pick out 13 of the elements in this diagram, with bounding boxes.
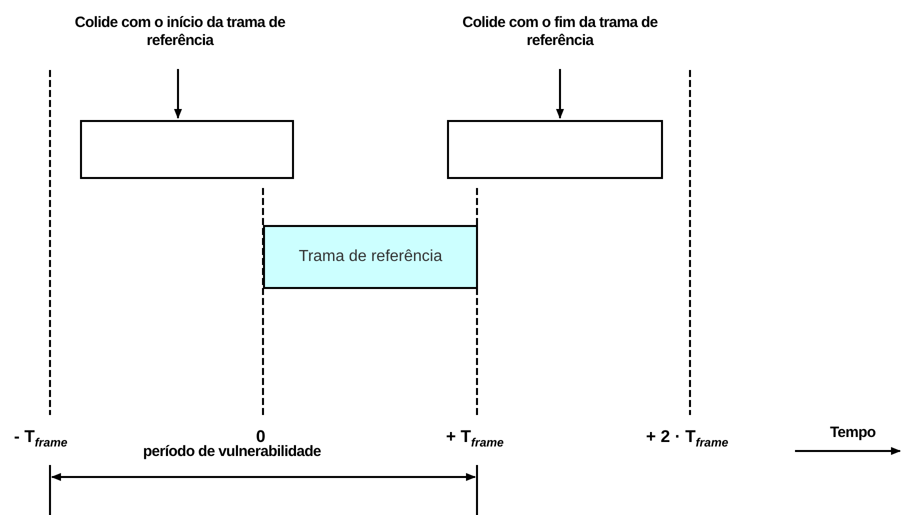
tick-label: + 2 · T$_{frame}$ [646,427,728,450]
frame-box [80,120,294,179]
frame-box [447,120,663,179]
dimension-label: período de vulnerabilidade [143,443,321,460]
axis-label: Tempo [830,424,876,441]
tick-label: - T$_{frame}$ [14,427,68,450]
callout-text: Colide com o fim da trama de referência [440,14,680,54]
callout-text: Colide com o início da trama de referência [60,14,300,54]
reference-frame-box: Trama de referência [263,225,478,289]
arrow [556,69,564,119]
arrow [174,69,182,119]
tick-label: + T$_{frame}$ [446,427,504,450]
tick-label: 0 [256,427,266,446]
